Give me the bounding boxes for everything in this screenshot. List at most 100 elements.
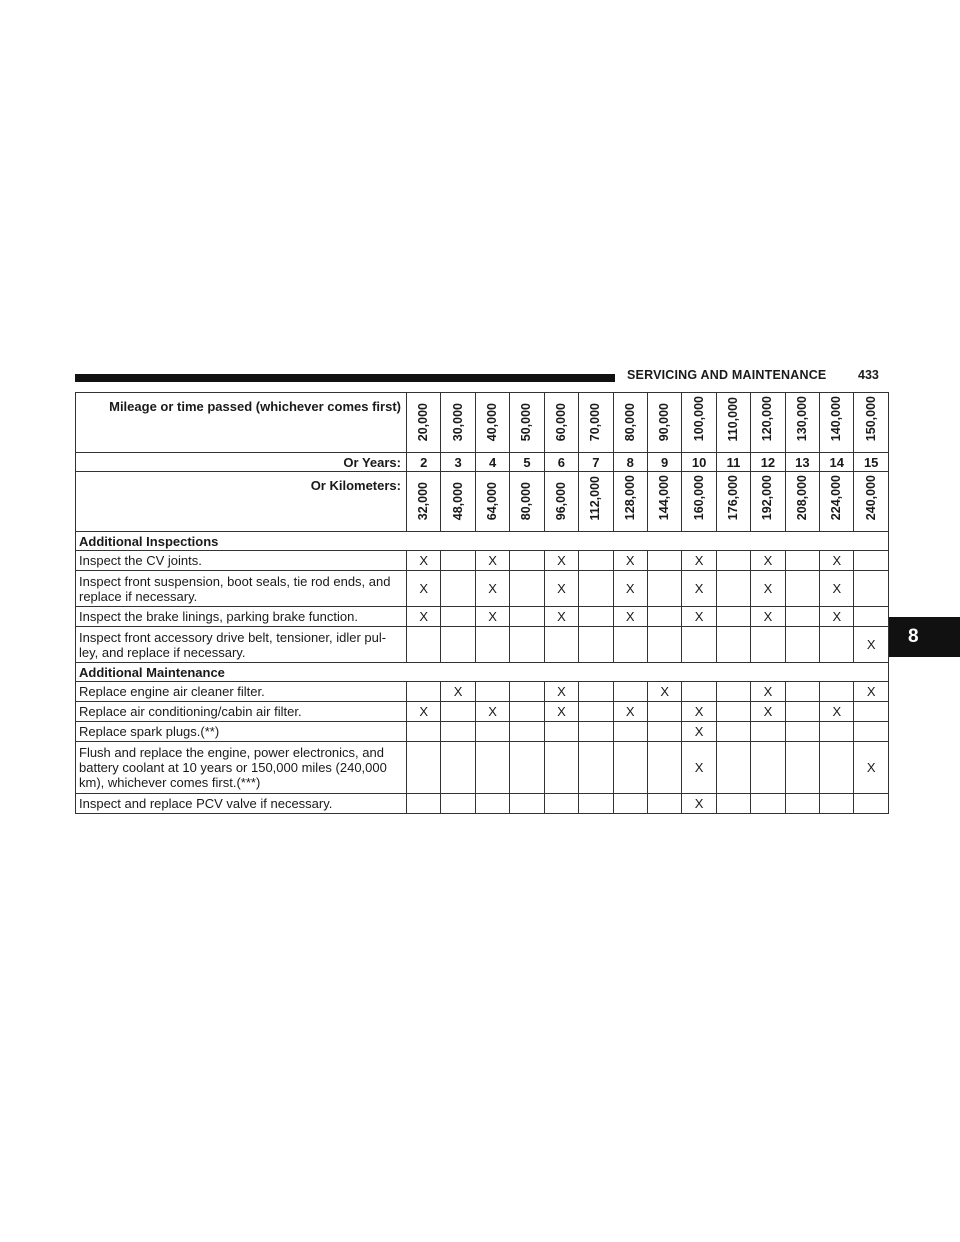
schedule-mark: X	[440, 681, 476, 702]
schedule-mark	[543, 626, 580, 663]
schedule-mark	[543, 741, 580, 794]
schedule-mark	[784, 626, 821, 663]
mileage-cell: 140,000	[819, 392, 855, 453]
schedule-mark	[578, 626, 614, 663]
schedule-mark	[509, 550, 545, 571]
schedule-mark	[474, 793, 511, 814]
kilometer-cell-text: 96,000	[553, 481, 568, 520]
kilometers-label: Or Kilometers:	[75, 471, 407, 532]
kilometer-cell-text: 192,000	[760, 474, 775, 520]
schedule-mark	[509, 606, 545, 627]
year-cell: 6	[543, 452, 580, 472]
schedule-mark: X	[405, 701, 442, 722]
schedule-mark	[853, 701, 889, 722]
schedule-mark	[784, 721, 821, 742]
schedule-mark: X	[474, 701, 511, 722]
schedule-mark	[853, 606, 889, 627]
schedule-mark	[474, 741, 511, 794]
schedule-mark	[578, 701, 614, 722]
schedule-mark	[612, 721, 648, 742]
service-item-label: Inspect the brake linings, parking brake…	[75, 606, 407, 627]
schedule-mark: X	[543, 570, 580, 607]
schedule-mark	[509, 681, 545, 702]
schedule-mark: X	[750, 570, 786, 607]
schedule-mark	[405, 626, 442, 663]
schedule-mark	[681, 626, 717, 663]
year-cell: 5	[509, 452, 545, 472]
schedule-mark	[509, 741, 545, 794]
kilometer-cell: 128,000	[612, 471, 648, 532]
year-cell: 13	[784, 452, 821, 472]
schedule-mark	[784, 793, 821, 814]
schedule-mark	[750, 721, 786, 742]
schedule-mark	[646, 793, 683, 814]
schedule-mark	[784, 570, 821, 607]
schedule-mark	[543, 721, 580, 742]
service-item-label: Flush and replace the engine, power elec…	[75, 741, 407, 794]
schedule-mark	[612, 681, 648, 702]
schedule-mark	[474, 681, 511, 702]
schedule-mark: X	[681, 550, 717, 571]
schedule-mark	[819, 793, 855, 814]
chapter-tab[interactable]: 8	[888, 617, 960, 657]
schedule-mark	[405, 741, 442, 794]
schedule-mark	[646, 570, 683, 607]
schedule-mark	[578, 741, 614, 794]
schedule-mark	[715, 741, 752, 794]
schedule-mark: X	[681, 570, 717, 607]
schedule-mark	[819, 681, 855, 702]
schedule-mark	[578, 550, 614, 571]
schedule-mark	[440, 626, 476, 663]
schedule-mark	[440, 570, 476, 607]
schedule-mark: X	[474, 550, 511, 571]
mileage-cell-text: 70,000	[588, 402, 603, 441]
schedule-mark: X	[750, 701, 786, 722]
schedule-mark	[440, 701, 476, 722]
schedule-mark: X	[819, 606, 855, 627]
schedule-mark	[440, 550, 476, 571]
schedule-mark: X	[819, 570, 855, 607]
years-label: Or Years:	[75, 452, 407, 472]
schedule-row: Replace spark plugs.(**)X	[75, 721, 889, 742]
mileage-label: Mileage or time passed (whichever comes …	[75, 392, 407, 453]
mileage-cell: 80,000	[612, 392, 648, 453]
schedule-mark: X	[853, 626, 889, 663]
schedule-mark: X	[819, 701, 855, 722]
kilometer-cell: 160,000	[681, 471, 717, 532]
schedule-mark	[646, 721, 683, 742]
schedule-mark: X	[612, 701, 648, 722]
schedule-mark	[612, 741, 648, 794]
schedule-mark	[715, 606, 752, 627]
schedule-mark	[646, 550, 683, 571]
schedule-mark: X	[543, 606, 580, 627]
schedule-mark: X	[681, 721, 717, 742]
schedule-mark: X	[750, 681, 786, 702]
schedule-mark	[681, 681, 717, 702]
schedule-mark	[612, 626, 648, 663]
header-rule	[75, 374, 615, 382]
service-item-label: Replace engine air cleaner filter.	[75, 681, 407, 702]
kilometer-cell: 96,000	[543, 471, 580, 532]
schedule-mark: X	[681, 741, 717, 794]
kilometer-cell-text: 160,000	[691, 474, 706, 520]
schedule-mark	[578, 606, 614, 627]
service-item-label: Inspect and replace PCV valve if necessa…	[75, 793, 407, 814]
maintenance-schedule-table: Mileage or time passed (whichever comes …	[75, 392, 889, 814]
kilometer-cell: 48,000	[440, 471, 476, 532]
kilometer-cell: 240,000	[853, 471, 889, 532]
year-cell: 15	[853, 452, 889, 472]
service-item-label: Inspect front suspension, boot seals, ti…	[75, 570, 407, 607]
schedule-mark	[612, 793, 648, 814]
kilometer-cell: 176,000	[715, 471, 752, 532]
schedule-mark: X	[750, 550, 786, 571]
schedule-mark	[819, 626, 855, 663]
schedule-mark	[578, 681, 614, 702]
schedule-mark	[715, 570, 752, 607]
schedule-mark	[474, 626, 511, 663]
schedule-mark: X	[646, 681, 683, 702]
schedule-row: Flush and replace the engine, power elec…	[75, 741, 889, 794]
schedule-mark	[440, 741, 476, 794]
schedule-mark: X	[543, 681, 580, 702]
schedule-mark	[509, 793, 545, 814]
